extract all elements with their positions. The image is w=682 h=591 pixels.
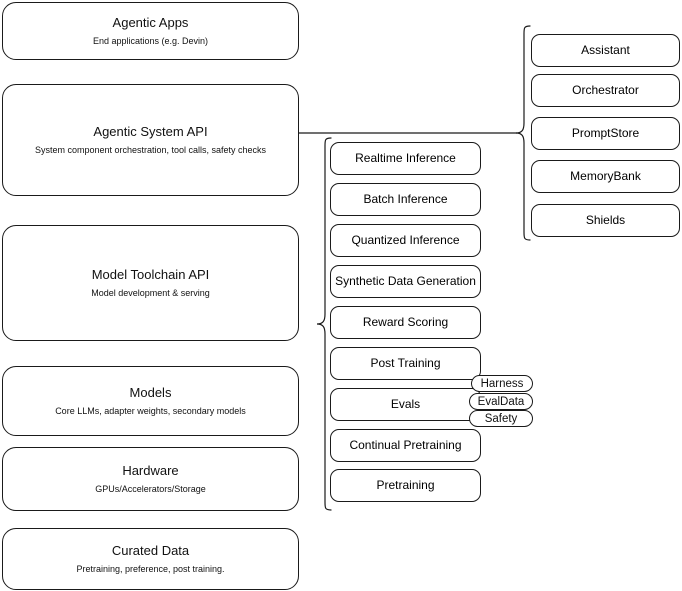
- capability-label: Batch Inference: [363, 192, 448, 206]
- capability-box-quantized-inference[interactable]: Quantized Inference: [330, 224, 481, 257]
- capability-label: Realtime Inference: [355, 151, 456, 165]
- component-label: MemoryBank: [570, 169, 641, 183]
- component-label: Orchestrator: [572, 83, 639, 97]
- layer-box-hardware[interactable]: Hardware GPUs/Accelerators/Storage: [2, 447, 299, 511]
- component-box-assistant[interactable]: Assistant: [531, 34, 680, 67]
- component-box-shields[interactable]: Shields: [531, 204, 680, 237]
- layer-subtitle: End applications (e.g. Devin): [92, 36, 209, 46]
- layer-title: Model Toolchain API: [91, 266, 210, 282]
- evals-pill-label: Safety: [484, 412, 518, 425]
- component-label: Assistant: [581, 43, 630, 57]
- layer-subtitle: Model development & serving: [91, 288, 210, 298]
- evals-pill-label: EvalData: [477, 395, 525, 408]
- capability-box-batch-inference[interactable]: Batch Inference: [330, 183, 481, 216]
- layer-title: Agentic Apps: [112, 14, 189, 30]
- layer-box-agentic-system-api[interactable]: Agentic System API System component orch…: [2, 84, 299, 196]
- layer-subtitle: Pretraining, preference, post training.: [76, 564, 225, 574]
- capability-label: Quantized Inference: [351, 233, 460, 247]
- layer-title: Curated Data: [111, 542, 190, 558]
- capability-label: Post Training: [370, 356, 441, 370]
- evals-pill-harness[interactable]: Harness: [471, 375, 533, 392]
- capability-box-reward-scoring[interactable]: Reward Scoring: [330, 306, 481, 339]
- component-box-promptstore[interactable]: PromptStore: [531, 117, 680, 150]
- evals-pill-label: Harness: [480, 377, 524, 390]
- capability-box-post-training[interactable]: Post Training: [330, 347, 481, 380]
- component-label: Shields: [585, 213, 626, 227]
- capability-box-continual-pretraining[interactable]: Continual Pretraining: [330, 429, 481, 462]
- layer-subtitle: System component orchestration, tool cal…: [34, 145, 267, 155]
- capability-label: Reward Scoring: [362, 315, 449, 329]
- capability-label: Evals: [390, 397, 421, 411]
- layer-title: Models: [129, 384, 172, 400]
- evals-pill-safety[interactable]: Safety: [469, 410, 533, 427]
- component-box-orchestrator[interactable]: Orchestrator: [531, 74, 680, 107]
- layer-title: Agentic System API: [93, 123, 208, 139]
- capability-label: Continual Pretraining: [349, 438, 462, 452]
- layer-box-agentic-apps[interactable]: Agentic Apps End applications (e.g. Devi…: [2, 2, 299, 60]
- capability-box-pretraining[interactable]: Pretraining: [330, 469, 481, 502]
- capability-label: Pretraining: [376, 478, 435, 492]
- component-box-memorybank[interactable]: MemoryBank: [531, 160, 680, 193]
- capability-box-synthetic-data-generation[interactable]: Synthetic Data Generation: [330, 265, 481, 298]
- layer-title: Hardware: [122, 462, 179, 478]
- capability-label: Synthetic Data Generation: [335, 274, 476, 288]
- layer-subtitle: Core LLMs, adapter weights, secondary mo…: [55, 406, 246, 416]
- layer-box-curated-data[interactable]: Curated Data Pretraining, preference, po…: [2, 528, 299, 590]
- layer-box-model-toolchain-api[interactable]: Model Toolchain API Model development & …: [2, 225, 299, 341]
- capability-box-realtime-inference[interactable]: Realtime Inference: [330, 142, 481, 175]
- layer-box-models[interactable]: Models Core LLMs, adapter weights, secon…: [2, 366, 299, 436]
- evals-pill-evaldata[interactable]: EvalData: [469, 393, 533, 410]
- capability-box-evals[interactable]: Evals: [330, 388, 481, 421]
- component-label: PromptStore: [571, 126, 640, 140]
- layer-subtitle: GPUs/Accelerators/Storage: [95, 484, 206, 494]
